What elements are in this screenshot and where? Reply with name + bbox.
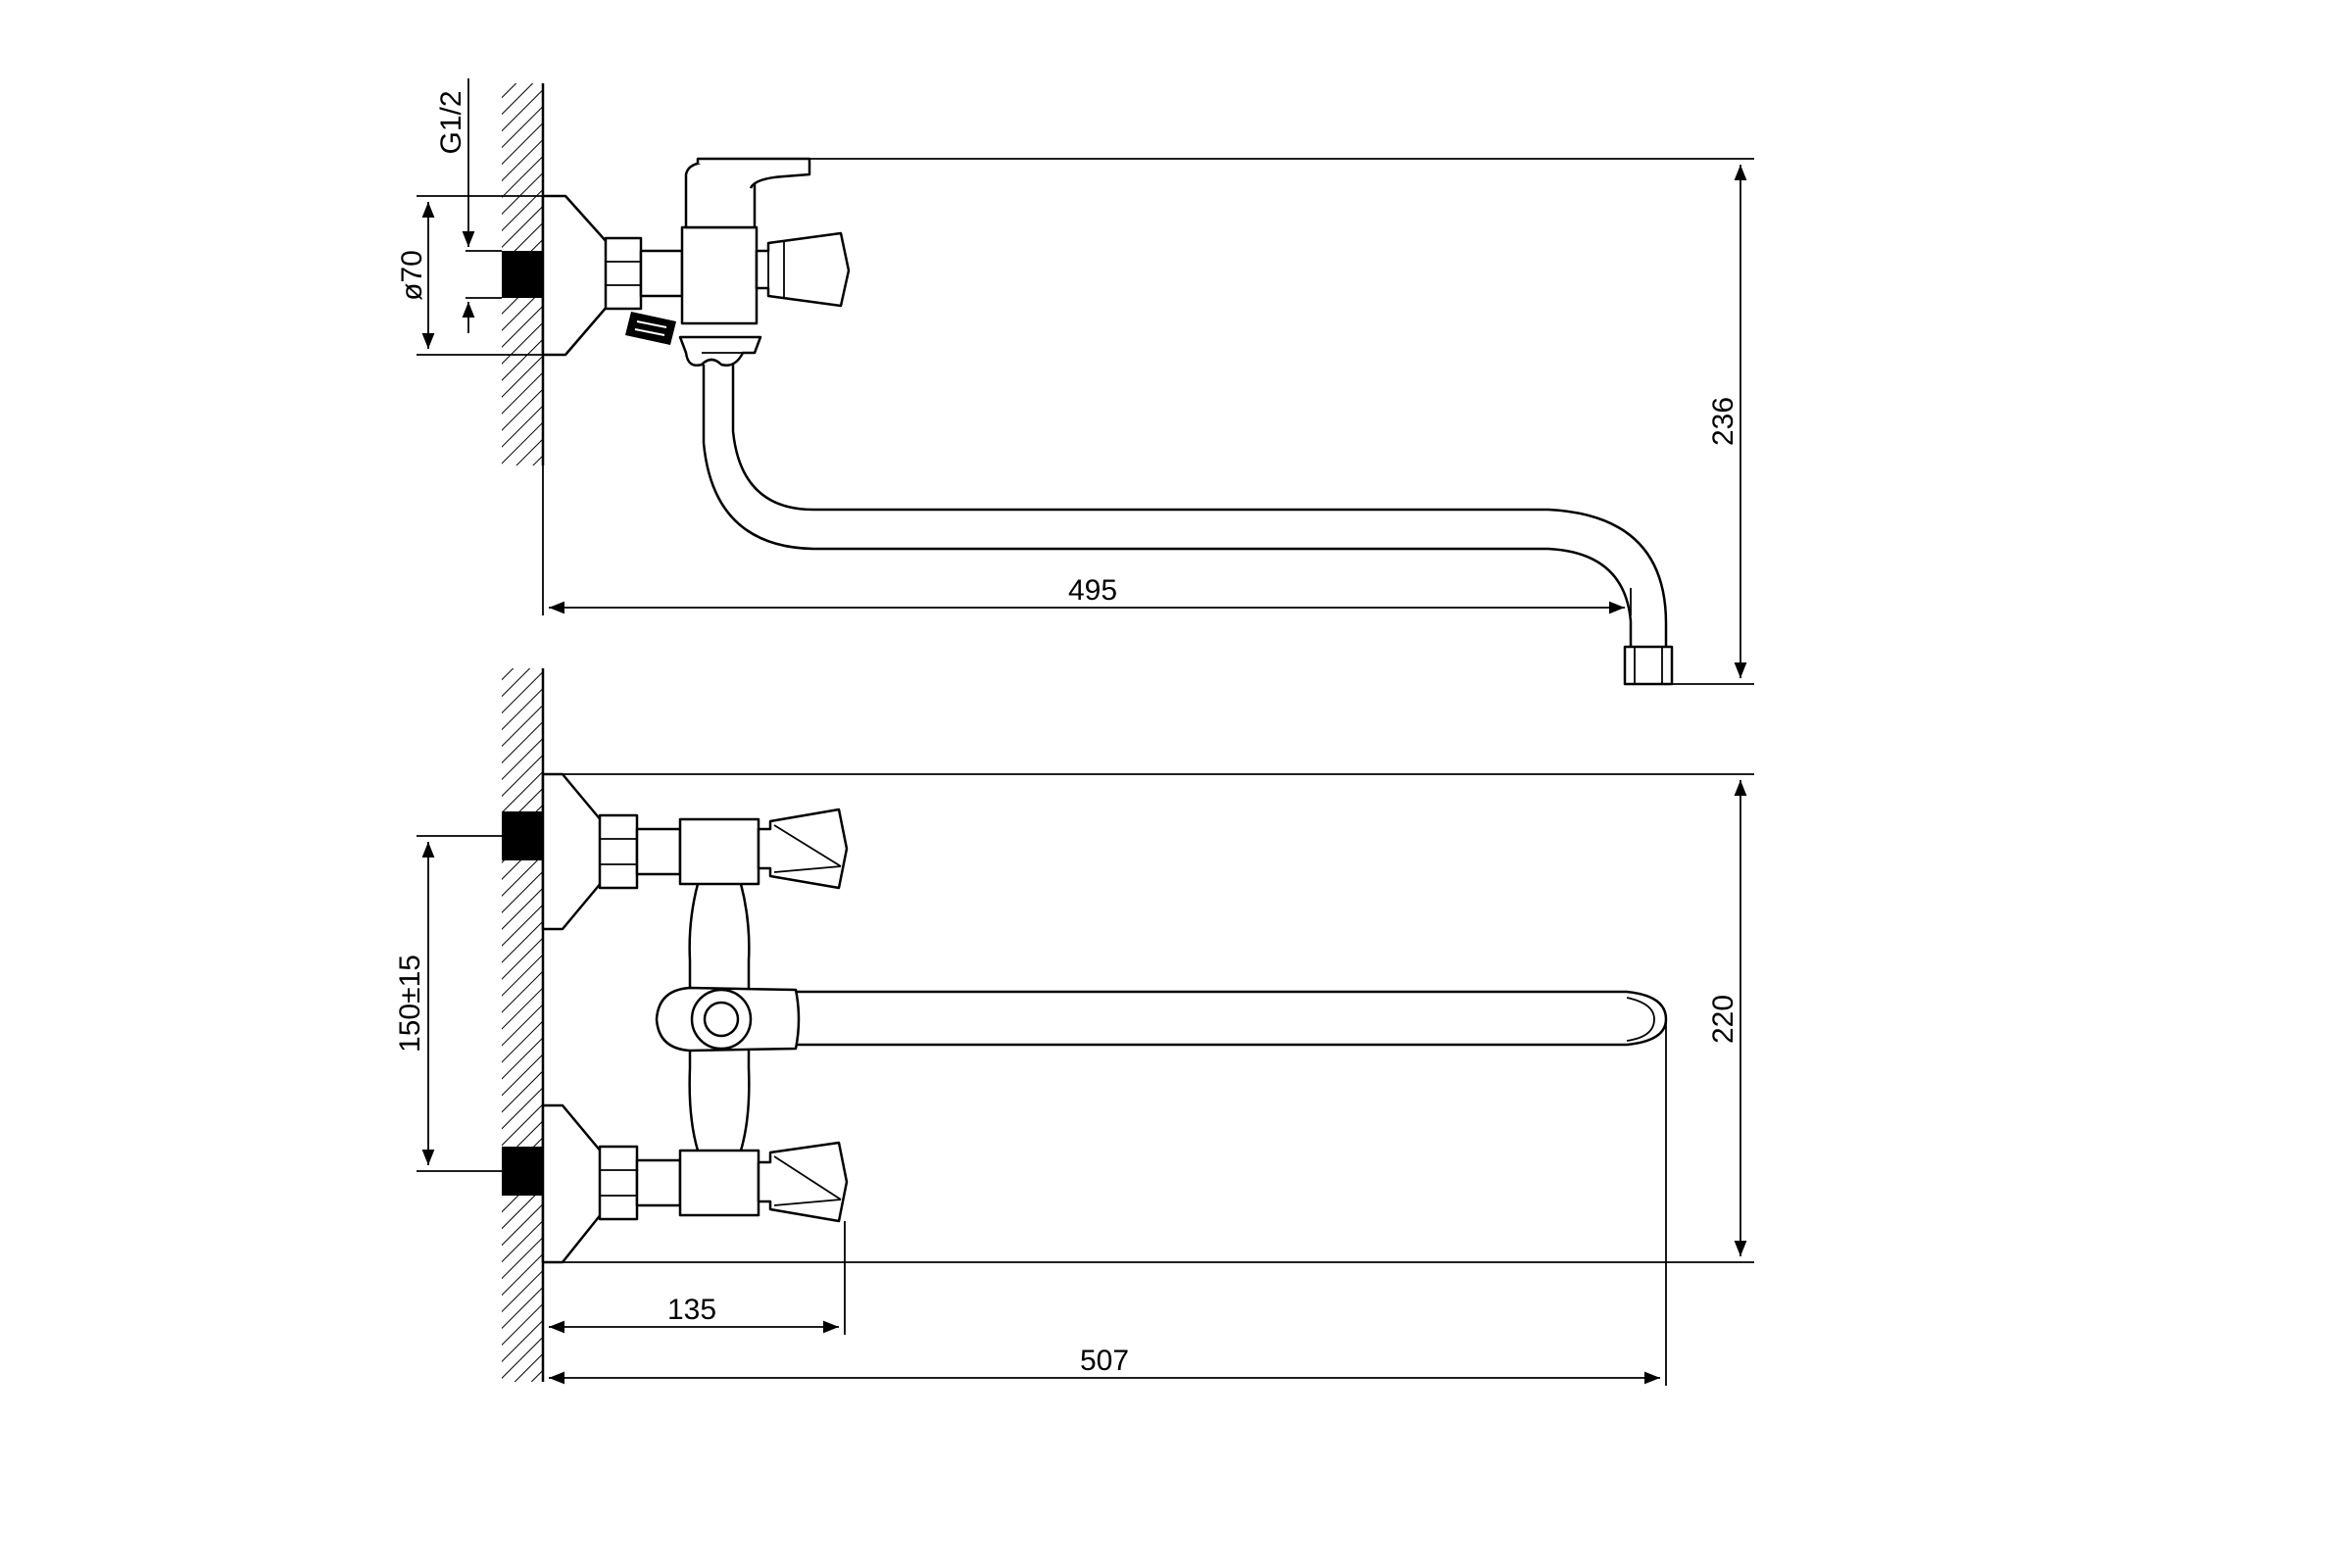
valve-handle-bottom [757,1141,849,1223]
escutcheon-flange-bottom [541,1103,604,1264]
dimension-spacing: 150±15 [394,835,502,1172]
dimension-thread: G1/2 [435,78,502,333]
spout-arm-top [784,990,1668,1047]
inlet-plug-side [502,251,543,298]
aerator-outlet-side [1623,645,1674,686]
connector-side [639,249,684,298]
dimension-offset-135: 135 [549,1221,846,1335]
wall-hatch-top [502,668,543,1382]
dimension-reach-495: 495 [542,466,1632,615]
small-knob-side [625,312,676,345]
mixer-body-upper [678,817,760,886]
height-220-label: 220 [1707,995,1740,1044]
diameter-label: ø70 [396,250,428,301]
reach-507-label: 507 [1080,1345,1129,1377]
valve-handle-side [755,231,851,308]
valve-handle-top [757,808,849,890]
spacing-label: 150±15 [394,955,426,1053]
dimension-diameter: ø70 [396,195,564,356]
side-view: ø70 G1/2 236 495 [396,78,1754,686]
inlet-plug-top [502,811,543,860]
hex-nut-top [598,813,639,890]
hex-nut-side [604,236,643,311]
mixer-body-side [680,225,759,325]
top-view: 150±15 220 135 507 [394,668,1754,1386]
diverter-lever [696,157,811,189]
mixer-body-column [688,883,751,1152]
offset-135-label: 135 [667,1294,716,1326]
dimension-height-220: 220 [563,773,1754,1263]
mixer-body-lower [678,1149,760,1217]
lever-hub-inner [703,1001,740,1038]
dimension-height-236: 236 [809,158,1754,685]
reach-495-label: 495 [1068,574,1117,607]
height-236-label: 236 [1707,397,1740,446]
escutcheon-flange-top [541,772,604,931]
hex-nut-bottom [598,1145,639,1221]
inlet-plug-bottom [502,1147,543,1196]
spout-tube-side [702,365,1633,647]
swivel-nut-side [678,335,762,367]
dimension-reach-507: 507 [549,1019,1667,1386]
thread-label: G1/2 [435,90,467,154]
escutcheon-flange-side [541,194,610,357]
